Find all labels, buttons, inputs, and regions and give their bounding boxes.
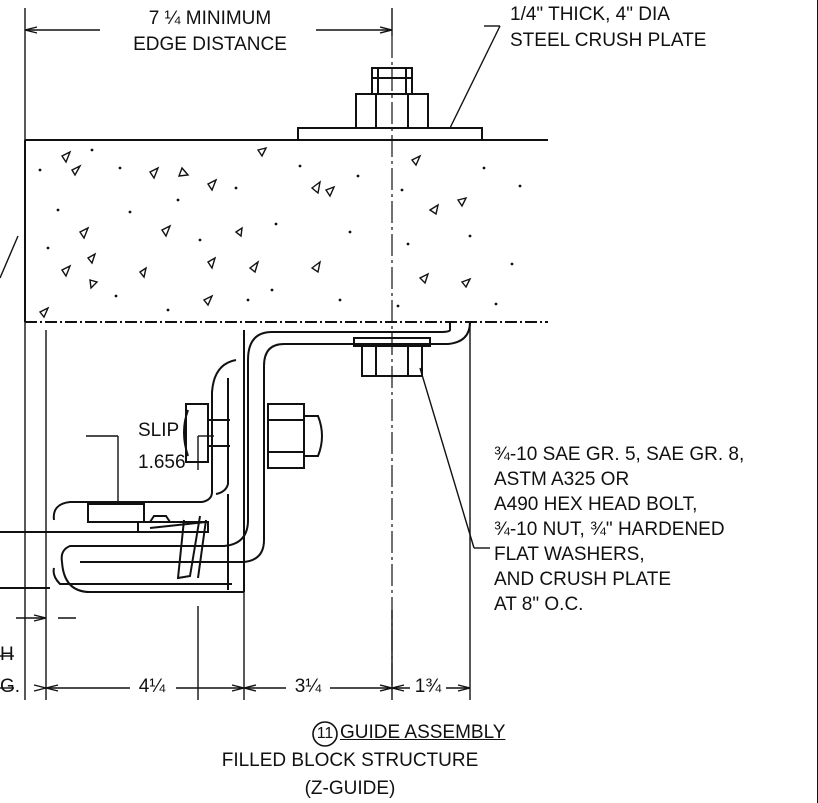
crush-plate xyxy=(297,127,483,141)
crush-plate-label-2: STEEL CRUSH PLATE xyxy=(510,30,707,51)
guide-bolt-clip xyxy=(87,403,230,533)
bolt-spec-line: AND CRUSH PLATE xyxy=(494,569,672,590)
slip-label: SLIP xyxy=(138,420,180,441)
witness-lines xyxy=(24,8,471,700)
left-partial-label-lower: G. xyxy=(0,676,21,697)
detail-number-circle xyxy=(312,721,338,747)
edge-distance-dimension xyxy=(24,26,393,34)
dimension-c: 1¾ xyxy=(414,676,442,697)
bottom-nut xyxy=(353,337,431,377)
detail-type: (Z-GUIDE) xyxy=(304,778,396,799)
bolt-spec-line: ASTM A325 OR xyxy=(494,469,630,490)
detail-number: 11 xyxy=(316,725,334,742)
bolt-spec-leader xyxy=(419,367,490,549)
z-guide-bracket xyxy=(52,321,471,593)
guide-bolt-bracket xyxy=(267,403,323,469)
bolt-spec-line: FLAT WASHERS, xyxy=(494,544,645,565)
slip-value: 1.656 xyxy=(138,452,186,473)
dimension-a: 4¼ xyxy=(138,676,166,697)
detail-title: GUIDE ASSEMBLY xyxy=(340,722,506,743)
aggregate-dots xyxy=(38,148,522,312)
bolt-spec-line: AT 8" O.C. xyxy=(494,594,584,615)
edge-distance-label-1: 7 ¼ MINIMUM xyxy=(148,8,272,29)
detail-subtitle: FILLED BLOCK STRUCTURE xyxy=(221,750,479,771)
bolt-spec-line: ¾-10 NUT, ¾" HARDENED xyxy=(494,519,725,540)
dimension-b: 3¼ xyxy=(294,676,322,697)
edge-distance-label-2: EDGE DISTANCE xyxy=(133,34,287,55)
concrete-slab xyxy=(24,139,548,323)
aggregate-triangles xyxy=(38,146,472,319)
crush-plate-leader xyxy=(449,25,501,129)
left-partial-label-upper: H xyxy=(0,644,14,665)
bolt-spec-line: ¾-10 SAE GR. 5, SAE GR. 8, xyxy=(494,444,745,465)
rail-fragment xyxy=(0,531,140,589)
left-edge-leader xyxy=(0,235,19,279)
bolt-spec-note: ¾-10 SAE GR. 5, SAE GR. 8, ASTM A325 OR … xyxy=(494,444,745,615)
crush-plate-label-1: 1/4" THICK, 4" DIA xyxy=(510,4,670,25)
slip-guide-clip xyxy=(52,359,237,590)
bottom-dimension-string xyxy=(0,614,471,692)
bolt-spec-line: A490 HEX HEAD BOLT, xyxy=(494,494,698,515)
